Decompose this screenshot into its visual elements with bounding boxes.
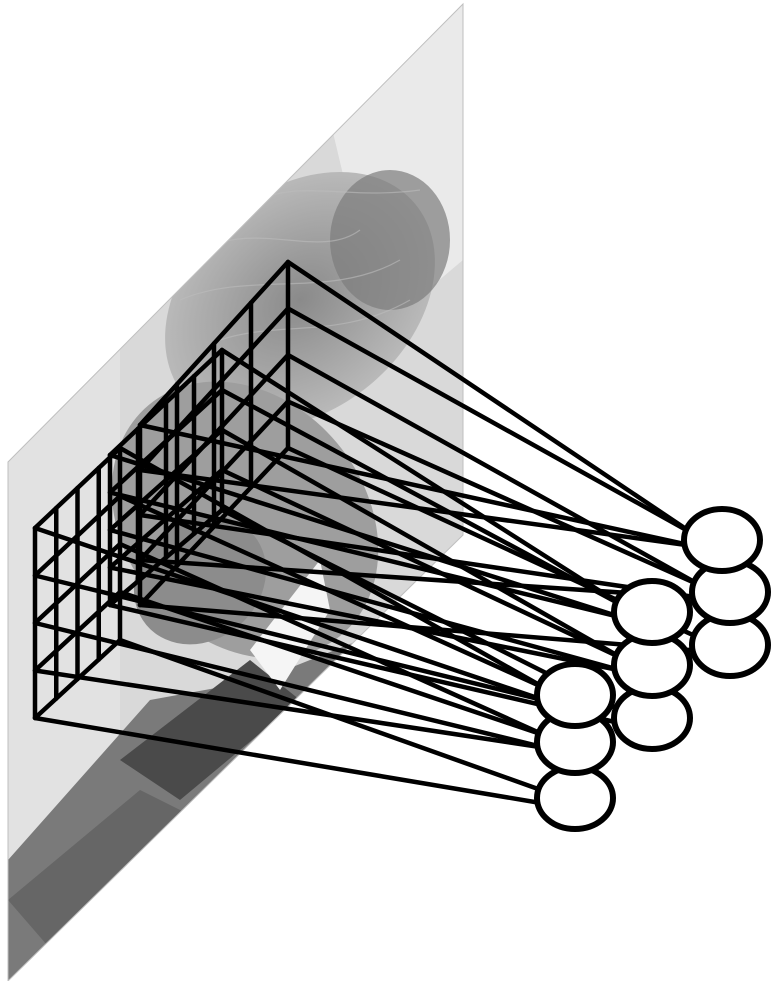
neuron-node — [537, 664, 613, 726]
neuron-node — [684, 509, 760, 571]
neuron-column-2 — [614, 581, 690, 749]
neuron-node — [614, 581, 690, 643]
neuron-column-1 — [537, 664, 613, 829]
neuron-node — [537, 767, 613, 829]
neuron-column-3 — [684, 509, 768, 676]
